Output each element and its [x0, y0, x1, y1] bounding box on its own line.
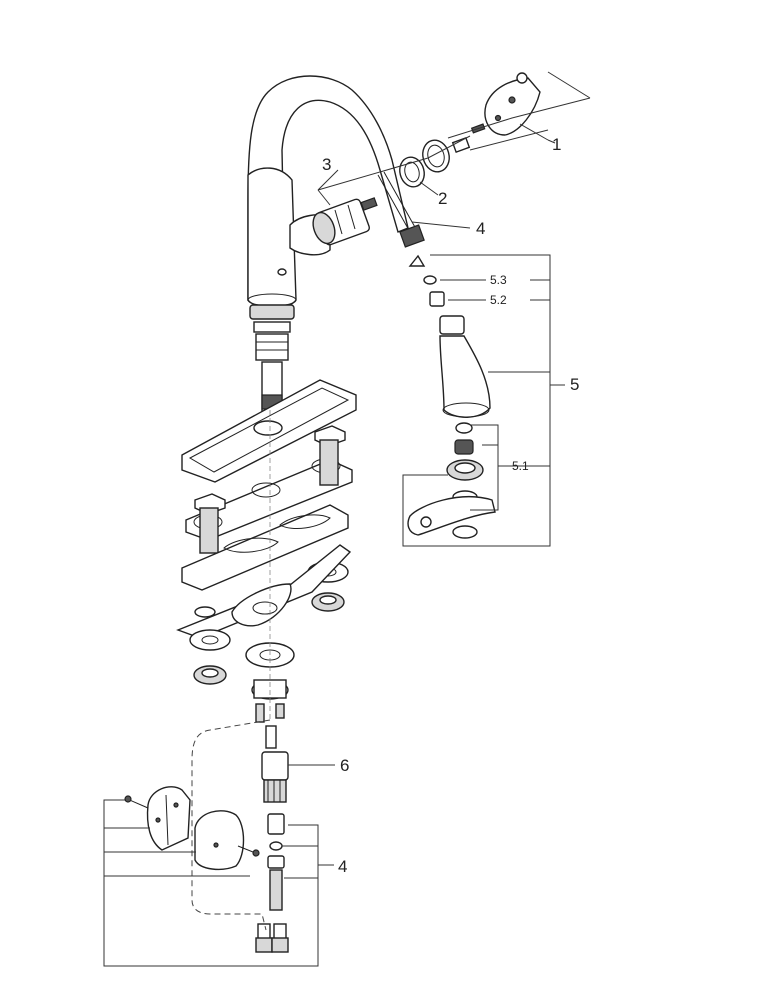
- spray-head-group: [407, 254, 496, 539]
- callout-2-leader: [419, 181, 439, 196]
- quick-connector: [261, 751, 289, 803]
- callout-4-bottom: 4: [338, 857, 347, 876]
- gasket-lower: [181, 504, 349, 591]
- deck-plate: [181, 379, 357, 483]
- callout-5-1: 5.1: [512, 459, 529, 473]
- washer-nut-left: [189, 629, 231, 685]
- callout-6: 6: [340, 756, 349, 775]
- callout-4-top-leader: [411, 221, 471, 229]
- cartridge: [312, 197, 378, 246]
- faucet-shank: [249, 304, 295, 413]
- callout-2: 2: [438, 189, 447, 208]
- callout-5-3: 5.3: [490, 273, 507, 287]
- callout-5-2: 5.2: [490, 293, 507, 307]
- callout-5-bracket: [402, 254, 565, 547]
- hose-fittings: [255, 813, 289, 953]
- mounting-studs-left: [194, 425, 346, 554]
- callout-1: 1: [552, 135, 561, 154]
- callout-4-top: 4: [476, 219, 485, 238]
- pull-out-hose: [377, 171, 425, 248]
- hose-routing-dashed: [191, 719, 271, 931]
- callout-4-bottom-bracket: [103, 799, 334, 967]
- lever-handle: [451, 72, 541, 153]
- faucet-body: [247, 75, 409, 309]
- callout-3: 3: [322, 155, 331, 174]
- callout-3-leaders: [317, 135, 471, 206]
- callout-1-leaders: [447, 71, 591, 151]
- retaining-rings: [399, 139, 450, 188]
- callout-5: 5: [570, 375, 579, 394]
- hose-weight: [124, 786, 260, 871]
